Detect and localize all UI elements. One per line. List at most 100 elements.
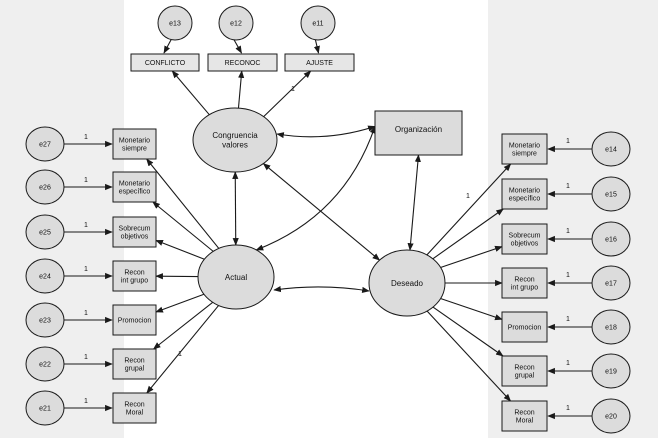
error-label-e19: e19: [605, 368, 617, 375]
indicator-left-3: [112, 260, 157, 292]
indicator-right-2: [501, 223, 548, 255]
loading-arrow-actual-1: [152, 201, 214, 252]
path-weight-label-left-4: 1: [84, 310, 88, 317]
loading-arrow-deseado-4: [440, 298, 503, 321]
loading-arrow-actual-0: [146, 158, 220, 249]
path-weight-label-left-6: 1: [84, 398, 88, 405]
path-weight-label-right-6: 1: [566, 405, 570, 412]
cov-congruencia-deseado: [262, 163, 381, 261]
error-circle-e24: [25, 258, 65, 294]
error-arrow-e12: [232, 37, 242, 54]
loading-arrow-deseado-2: [440, 245, 503, 268]
error-label-e17: e17: [605, 280, 617, 287]
latent-deseado: [368, 249, 446, 317]
path-weight-label-left-3: 1: [84, 266, 88, 273]
path-weight-label-ajuste: 1: [291, 86, 295, 93]
cov-congruencia-organizacion: [276, 125, 376, 139]
path-weight-label-left-1: 1: [84, 177, 88, 184]
path-weight-label-left-2: 1: [84, 222, 88, 229]
error-label-e23: e23: [39, 317, 51, 324]
error-label-e21: e21: [39, 405, 51, 412]
latent-actual-label: Actual: [225, 273, 247, 282]
path-weight-label-deseado-siempre: 1: [466, 193, 470, 200]
path-weight-label-right-4: 1: [566, 316, 570, 323]
latent-congruencia: [192, 107, 278, 173]
indicator-left-5: [112, 348, 157, 380]
error-circle-e17: [591, 265, 631, 301]
path-weight-label-right-1: 1: [566, 183, 570, 190]
error-label-e13: e13: [169, 20, 181, 27]
cov-actual-deseado: [273, 286, 370, 293]
error-label-e27: e27: [39, 141, 51, 148]
loading-arrow-deseado-0: [426, 163, 512, 256]
loading-arrow-congruencia-0: [171, 70, 210, 116]
error-label-e18: e18: [605, 324, 617, 331]
indicator-top-0: [130, 53, 200, 72]
cov-organizacion-deseado: [407, 154, 421, 251]
error-circle-e25: [25, 214, 65, 250]
path-weight-label-right-2: 1: [566, 228, 570, 235]
loading-arrow-actual-6: [146, 305, 220, 394]
observed-organizacion: [374, 110, 463, 156]
indicator-right-3: [501, 267, 548, 299]
observed-organizacion-label: Organización: [395, 125, 442, 134]
loading-arrow-deseado-5: [432, 306, 504, 357]
indicator-left-1: [112, 171, 157, 203]
error-circle-e26: [25, 169, 65, 205]
error-circle-e21: [25, 390, 65, 426]
loading-arrow-actual-4: [155, 293, 205, 313]
indicator-top-label-2: AJUSTE: [306, 60, 333, 67]
path-weight-label-left-0: 1: [84, 134, 88, 141]
indicator-left-label-4: Promocion: [118, 317, 152, 324]
indicator-left-0: [112, 128, 157, 160]
path-weight-label-left-5: 1: [84, 354, 88, 361]
error-label-e11: e11: [312, 20, 323, 27]
loading-arrow-deseado-1: [432, 208, 504, 260]
loading-arrow-deseado-6: [426, 310, 512, 402]
indicator-left-6: [112, 392, 157, 424]
indicator-right-5: [501, 355, 548, 387]
indicator-right-1: [501, 178, 548, 210]
loading-arrow-actual-2: [155, 239, 205, 260]
indicator-left-4: [112, 304, 157, 336]
indicator-top-1: [207, 53, 278, 72]
error-circle-e12: [218, 5, 254, 41]
indicator-top-label-1: RECONOC: [225, 60, 261, 67]
path-weight-label-right-5: 1: [566, 360, 570, 367]
error-arrow-e13: [163, 37, 173, 54]
indicator-right-4: [501, 311, 548, 343]
indicator-left-2: [112, 216, 157, 248]
error-circle-e23: [25, 302, 65, 338]
indicator-top-2: [284, 53, 355, 72]
path-weight-label-right-0: 1: [566, 138, 570, 145]
cov-congruencia-actual: [232, 171, 239, 246]
loading-arrow-actual-5: [152, 301, 214, 350]
error-circle-e16: [591, 221, 631, 257]
latent-deseado-label: Deseado: [391, 279, 424, 288]
error-circle-e27: [25, 126, 65, 162]
error-label-e26: e26: [39, 184, 51, 191]
error-label-e24: e24: [39, 273, 51, 280]
latent-actual: [197, 244, 275, 310]
path-weight-label-actual-moral: 1: [178, 351, 182, 358]
error-circle-e19: [591, 353, 631, 389]
loading-arrow-congruencia-1: [237, 70, 245, 109]
error-circle-e20: [591, 398, 631, 434]
error-circle-e14: [591, 131, 631, 167]
error-arrow-e11: [313, 37, 320, 54]
indicator-right-0: [501, 133, 548, 165]
indicator-top-label-0: CONFLICTO: [145, 60, 186, 67]
error-label-e22: e22: [39, 361, 51, 368]
